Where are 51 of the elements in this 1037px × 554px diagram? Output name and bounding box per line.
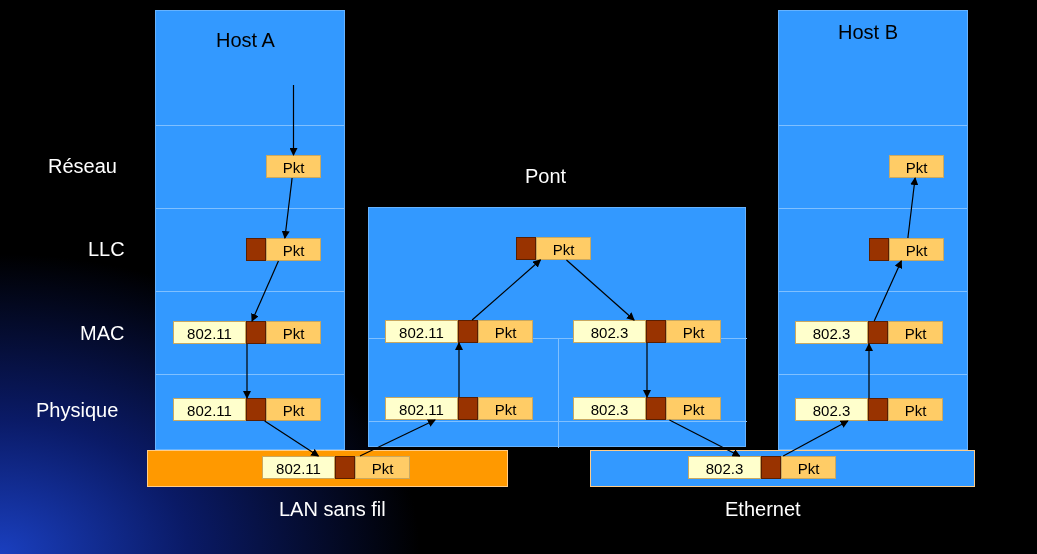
mac-address-field: 802.11 (173, 398, 246, 421)
arrow (281, 177, 293, 239)
payload-field: Pkt (666, 320, 721, 343)
payload-field: Pkt (266, 321, 321, 344)
payload-field: Pkt (888, 398, 943, 421)
payload-field: Pkt (666, 397, 721, 420)
payload-field: Pkt (889, 238, 944, 261)
payload-field: Pkt (478, 320, 533, 343)
arrow (643, 342, 651, 398)
device-title: Pont (525, 165, 567, 188)
mac-address-field: 802.11 (262, 456, 335, 479)
mac-address-field: 802.3 (688, 456, 761, 479)
payload-field: Pkt (478, 397, 533, 420)
arrow (668, 419, 741, 457)
layer-label: MAC (80, 322, 125, 345)
arrow (782, 420, 849, 457)
network-label: LAN sans fil (279, 498, 386, 521)
arrow (865, 343, 873, 399)
arrow (289, 84, 298, 156)
arrow (471, 259, 542, 321)
payload-field: Pkt (355, 456, 410, 479)
host-stack (155, 10, 345, 450)
mac-address-field: 802.3 (795, 321, 868, 344)
arrow (455, 342, 463, 398)
payload-field: Pkt (889, 155, 944, 178)
layer-label: Physique (36, 399, 119, 422)
host-stack (778, 10, 968, 450)
host-title: Host A (216, 29, 275, 52)
payload-field: Pkt (781, 456, 836, 479)
mac-address-field: 802.11 (385, 397, 458, 420)
layer-label: LLC (88, 238, 125, 261)
mac-address-field: 802.3 (795, 398, 868, 421)
mac-address-field: 802.11 (173, 321, 246, 344)
payload-field: Pkt (266, 155, 321, 178)
mac-address-field: 802.3 (573, 320, 646, 343)
network-label: Ethernet (725, 498, 801, 521)
arrow (264, 420, 320, 457)
arrow (251, 260, 280, 322)
host-title: Host B (838, 21, 899, 44)
mac-address-field: 802.3 (573, 397, 646, 420)
arrow (243, 343, 251, 399)
arrow (359, 419, 436, 457)
mac-address-field: 802.11 (385, 320, 458, 343)
payload-field: Pkt (266, 238, 321, 261)
arrow (565, 259, 635, 321)
arrow (907, 177, 919, 239)
layer-label: Réseau (48, 155, 117, 178)
payload-field: Pkt (266, 398, 321, 421)
payload-field: Pkt (888, 321, 943, 344)
arrow (873, 260, 903, 322)
payload-field: Pkt (536, 237, 591, 260)
